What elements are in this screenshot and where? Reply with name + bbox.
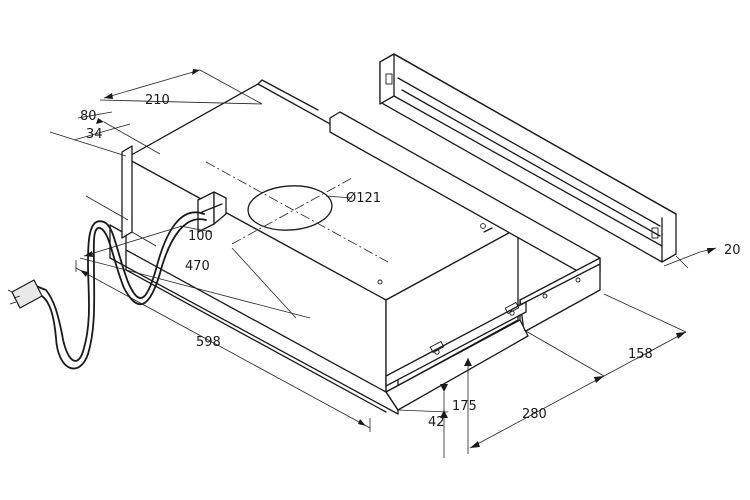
duct-outlet	[205, 161, 389, 263]
dim-100	[85, 195, 213, 233]
screw-icon	[377, 279, 383, 285]
dim-158	[603, 293, 687, 377]
dim-label-42: 42	[428, 415, 445, 430]
dim-20	[663, 247, 717, 269]
dim-121	[325, 195, 353, 199]
dim-label-158: 158	[628, 347, 653, 362]
dim-label-121: Ø121	[346, 191, 381, 206]
dim-label-20: 20	[724, 243, 741, 258]
dim-175-42	[397, 358, 472, 458]
dim-470	[79, 225, 311, 319]
dim-label-34: 34	[86, 127, 103, 142]
extending-visor	[329, 111, 601, 411]
plug-icon	[11, 279, 43, 309]
dim-label-470: 470	[185, 259, 210, 274]
filter-strip	[379, 53, 677, 263]
dim-598	[75, 260, 371, 432]
dim-label-100: 100	[188, 229, 213, 244]
dim-label-175: 175	[452, 399, 477, 414]
screw-icon	[575, 277, 581, 283]
dim-280	[469, 329, 605, 449]
screw-icon	[542, 293, 548, 299]
dim-label-280: 280	[522, 407, 547, 422]
dim-80-34	[49, 111, 161, 157]
power-cable	[7, 211, 207, 370]
dim-210	[99, 69, 263, 105]
dim-label-598: 598	[196, 335, 221, 350]
dim-label-80: 80	[80, 109, 97, 124]
dim-label-210: 210	[145, 93, 170, 108]
screw-icon	[480, 223, 486, 229]
cable-bracket	[197, 191, 227, 233]
